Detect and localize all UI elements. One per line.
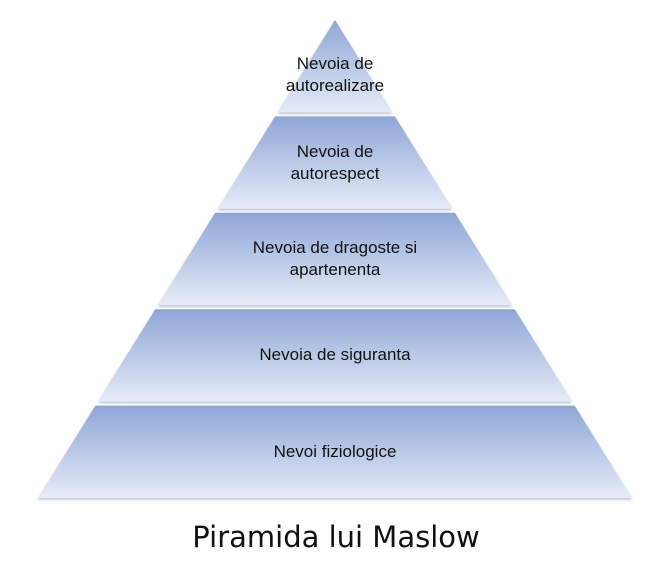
pyramid-level-5 (38, 405, 632, 498)
pyramid-level-label: Nevoia de siguranta (259, 345, 411, 365)
pyramid-level-1 (277, 20, 393, 113)
pyramid-level-label: Nevoia de dragoste si apartenenta (252, 238, 418, 279)
diagram-caption: Piramida lui Maslow (192, 520, 480, 554)
pyramid-level-label: Nevoi fiziologice (273, 441, 397, 461)
pyramid-level-label: Nevoia de autorespect (290, 141, 380, 183)
pyramid-level-label: Nevoia de autorealizare (285, 54, 385, 96)
pyramid-level-3 (157, 212, 513, 306)
pyramid-level-4 (97, 309, 573, 402)
pyramid-level-2 (217, 116, 453, 209)
